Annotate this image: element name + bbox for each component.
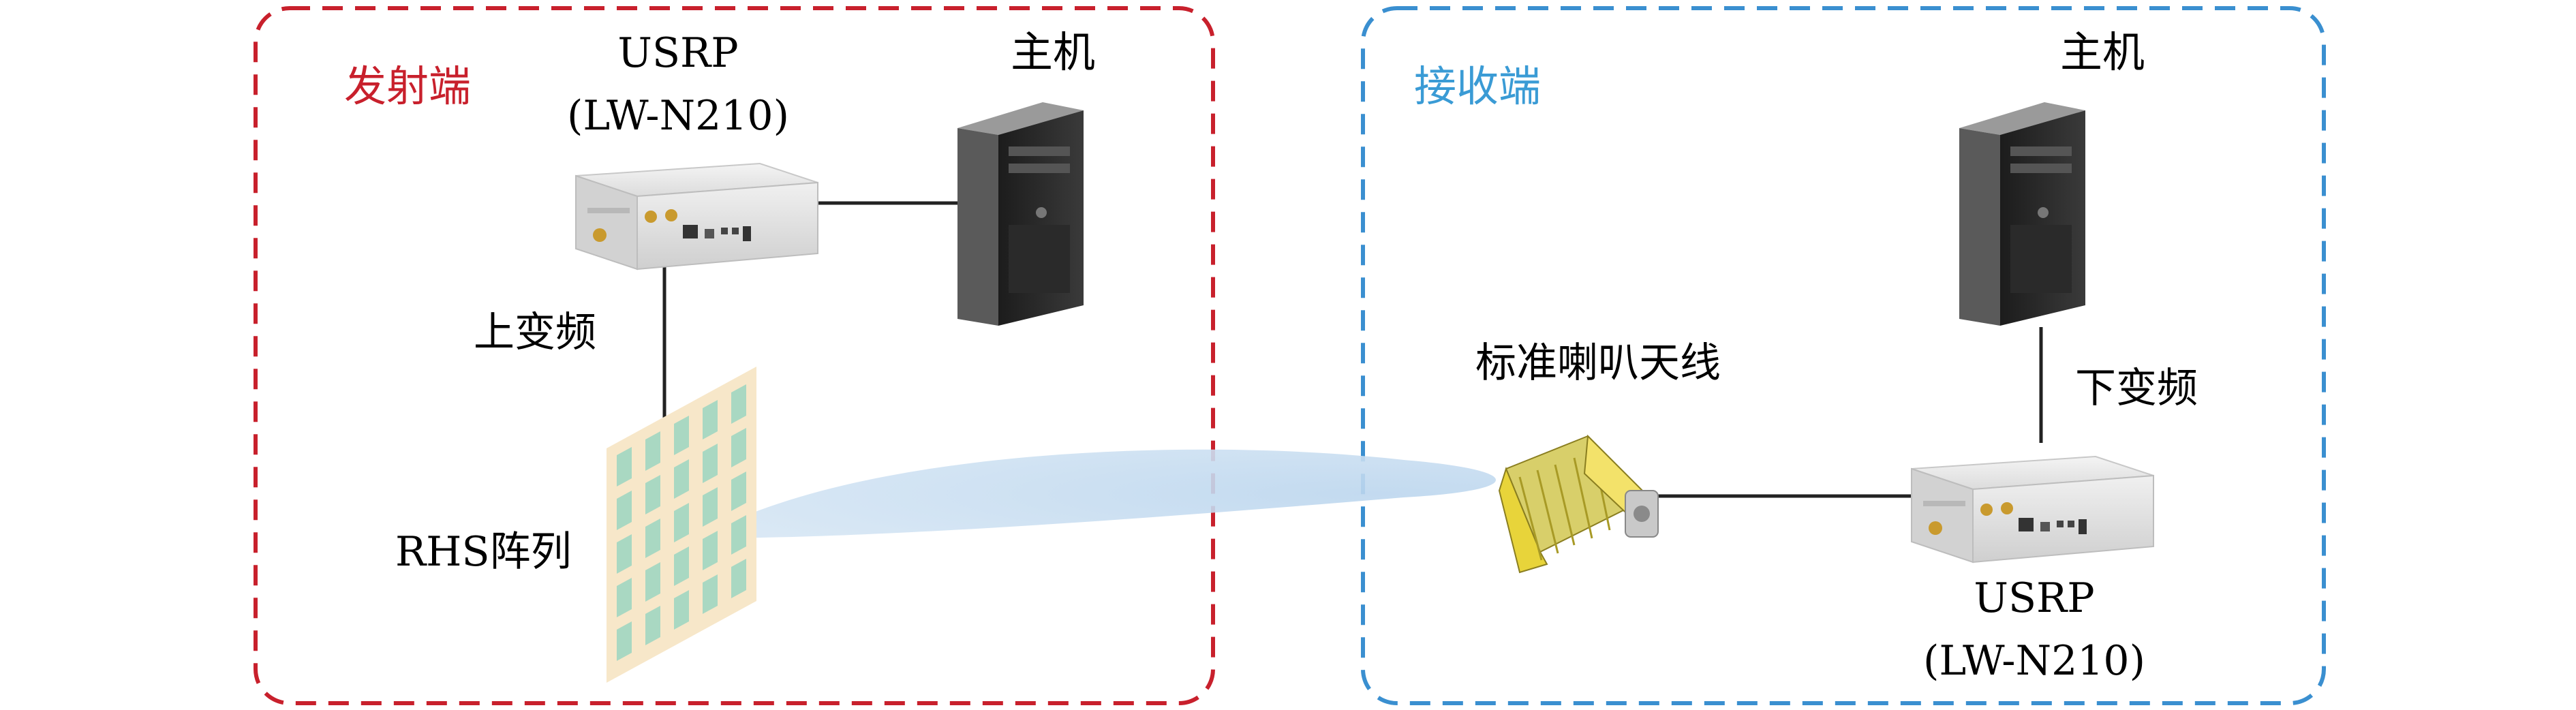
array-element: [617, 578, 632, 617]
desktop-tower-icon: [1959, 102, 2085, 326]
transmitter-border: [254, 6, 1215, 705]
receiver-title: 接收端: [1414, 61, 1541, 111]
array-element: [674, 459, 689, 499]
array-element: [645, 475, 660, 514]
tx-usrp-name: USRP: [617, 29, 738, 77]
array-element: [674, 546, 689, 586]
connections: [662, 201, 2043, 498]
rx-host-label: 主机: [2060, 27, 2145, 77]
horn-antenna-icon: [1498, 434, 1659, 574]
array-element: [645, 606, 660, 645]
array-element: [645, 431, 660, 471]
desktop-tower-icon: [957, 102, 1084, 326]
rx-usrp-model: (LW-N210): [1923, 637, 2145, 685]
array-element: [731, 428, 746, 467]
radiation-beam: [699, 449, 1496, 538]
array-element: [703, 487, 718, 527]
array-element: [703, 400, 718, 439]
array-element: [617, 534, 632, 574]
array-element: [617, 447, 632, 487]
array-element: [674, 503, 689, 542]
array-element: [703, 444, 718, 483]
receiver-region: 接收端: [1361, 6, 2326, 705]
transmitter-title: 发射端: [344, 61, 471, 111]
array-element: [617, 491, 632, 530]
array-element: [645, 519, 660, 558]
array-element: [674, 416, 689, 455]
array-element: [703, 531, 718, 570]
downconvert-label: 下变频: [2075, 365, 2198, 412]
array-element: [703, 574, 718, 614]
tx-host: 主机: [957, 27, 1095, 326]
rx-usrp-name: USRP: [1974, 574, 2094, 622]
tx-usrp-device: USRP (LW-N210): [567, 29, 818, 271]
tx-usrp-model: (LW-N210): [567, 92, 789, 140]
array-element: [731, 559, 746, 598]
array-element: [731, 472, 746, 511]
usrp-device-icon: [1911, 455, 2154, 564]
rx-usrp-device: USRP (LW-N210): [1911, 455, 2154, 685]
antenna-array-icon: [607, 367, 756, 683]
rx-host: 主机: [1959, 27, 2145, 326]
upconvert-label: 上变频: [474, 309, 596, 356]
array-element: [674, 590, 689, 630]
receiver-border: [1361, 6, 2326, 705]
transmitter-region: 发射端: [254, 6, 1215, 705]
array-element: [617, 621, 632, 661]
array-label: RHS阵列: [395, 528, 572, 576]
horn-antenna: 标准喇叭天线: [1475, 339, 1721, 574]
rhs-array: RHS阵列: [395, 367, 756, 683]
array-element: [731, 515, 746, 555]
horn-antenna-label: 标准喇叭天线: [1475, 339, 1721, 387]
usrp-device-icon: [575, 162, 818, 271]
array-element: [645, 562, 660, 602]
tx-host-label: 主机: [1011, 27, 1095, 77]
array-element: [731, 384, 746, 424]
